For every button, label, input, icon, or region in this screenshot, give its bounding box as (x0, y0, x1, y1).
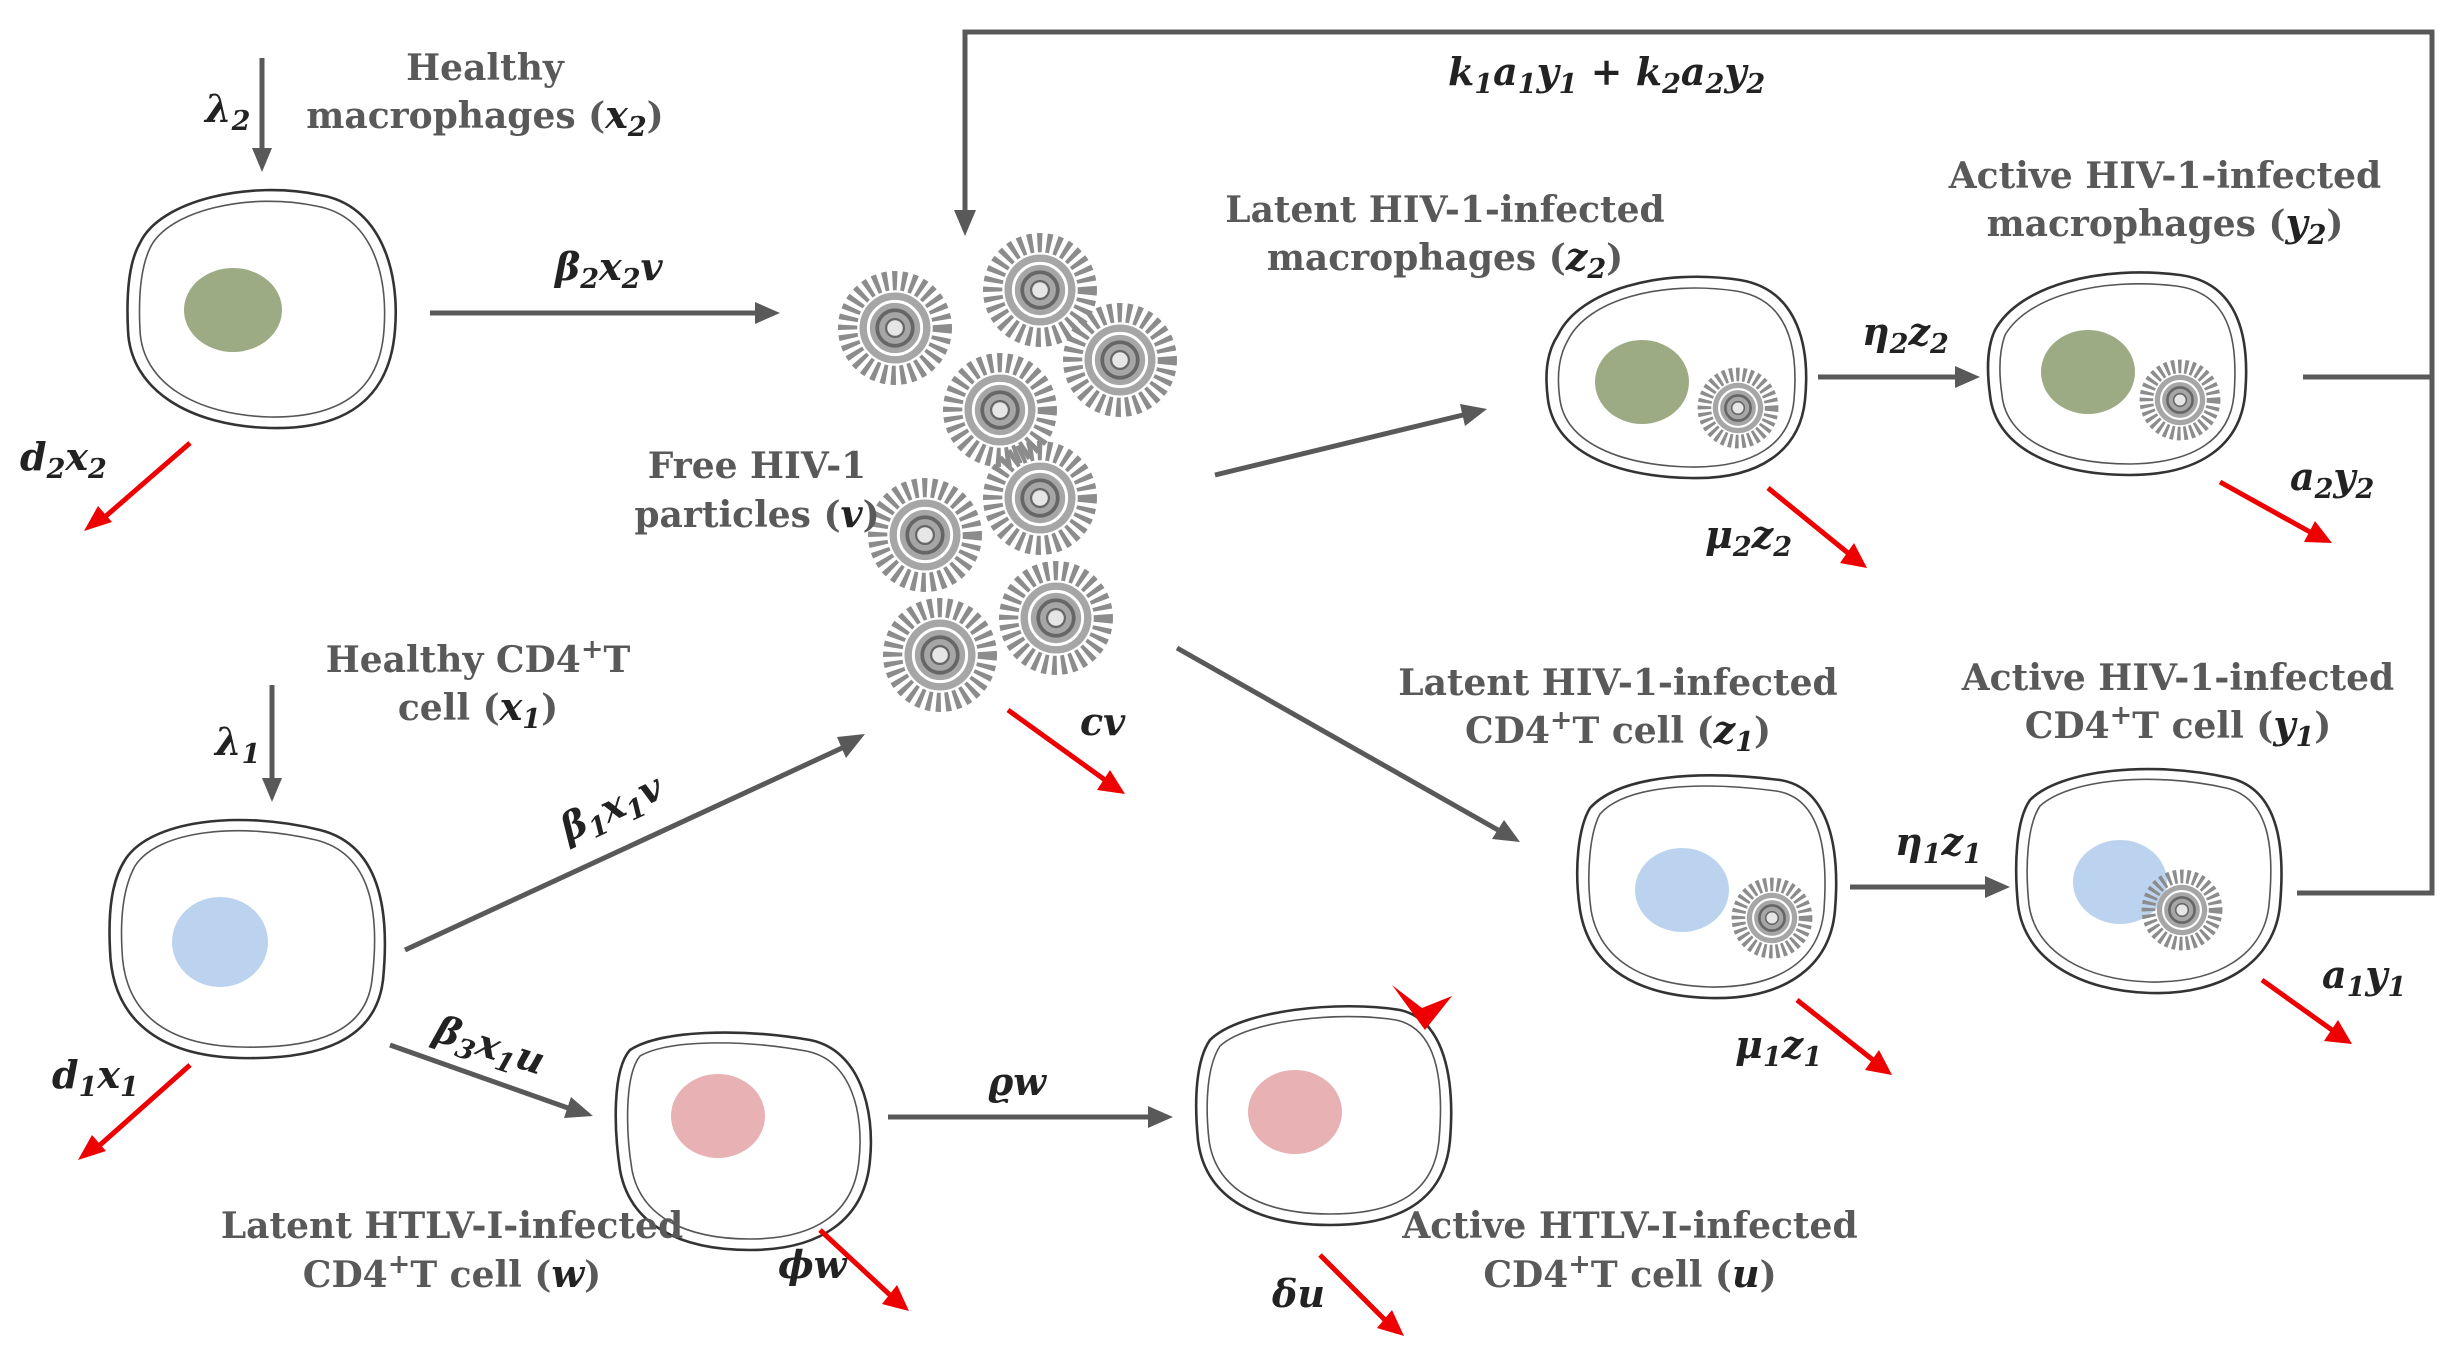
deltau-death-arrow (1318, 1253, 1387, 1322)
a1y1-rate-label: a1y1 (2322, 952, 2406, 1003)
production-rate-label: k1a1y1 + k2a2y2 (1448, 49, 1765, 100)
decay-arrows (78, 441, 2352, 1336)
phiw-death-arrow (818, 1228, 892, 1297)
active-hiv-cd4-cell (2014, 767, 2283, 995)
virion-production-feedback-line (2297, 374, 2435, 896)
hiv-virion-icon (1009, 571, 1104, 666)
a1y1-death-arrow (2260, 977, 2334, 1033)
hiv-virion-icon (1704, 374, 1771, 441)
active-hiv-cd4-label-line2: CD4+T cell (y1) (2025, 700, 2332, 753)
active-htlv-cell (1194, 985, 1453, 1227)
cv-rate-label: cv (1080, 699, 1126, 744)
hiv-virion-icon (848, 281, 943, 376)
healthy-cd4-label-line2: cell (x1) (398, 684, 558, 735)
healthy-cd4-label-line1: Healthy CD4+T (326, 634, 631, 681)
d1-death-arrow (98, 1063, 192, 1147)
virion-production-feedback-top (962, 29, 2435, 377)
beta1-rate-label: β1x1v (551, 764, 673, 857)
budding-mark (1392, 985, 1452, 1030)
beta3-infection-arrow (389, 1042, 569, 1111)
active-hiv-macrophage-cell (1986, 271, 2248, 477)
latent-hiv-macrophage-cell (1545, 275, 1808, 480)
d1-rate-label: d1x1 (52, 1052, 139, 1103)
latent-htlv-cell (614, 1031, 873, 1252)
free-virion-cluster (848, 243, 1168, 703)
a2y2-rate-label: a2y2 (2290, 454, 2374, 505)
eta1-rate-label: η1z1 (1895, 819, 1982, 870)
virion-to-latent-macrophage-arrow (1214, 412, 1464, 478)
macrophage-nucleus (2041, 330, 2135, 414)
beta1-infection-arrow (403, 745, 844, 953)
flow-arrows (252, 29, 2435, 1128)
compartment-labels: Healthy macrophages (x2) Free HIV-1 part… (221, 47, 2394, 1296)
healthy-macrophages-label-line1: Healthy (406, 47, 565, 89)
htlv-nucleus (671, 1074, 765, 1158)
mu1-death-arrow (1795, 998, 1875, 1062)
a2y2-death-arrow (2218, 479, 2312, 535)
macrophage-nucleus (184, 268, 282, 352)
mu2-death-arrow (1766, 486, 1850, 555)
latent-hiv-macrophages-label-line2: macrophages (z2) (1267, 234, 1623, 285)
lambda1-rate-label: λ1 (213, 719, 260, 770)
hiv-virion-icon (993, 451, 1088, 546)
mu1-rate-label: μ1z1 (1735, 1022, 1822, 1073)
healthy-macrophage-cell (126, 188, 397, 430)
healthy-cd4-cell (108, 818, 387, 1060)
phiw-rate-label: ϕw (778, 1242, 848, 1287)
hiv-virion-icon (2146, 366, 2213, 433)
hiv-virion-icon (993, 243, 1088, 338)
hiv-virion-icon (1073, 313, 1168, 408)
virion-to-latent-cd4-arrow (1175, 645, 1500, 833)
lambda2-rate-label: λ2 (203, 86, 250, 137)
free-hiv-label-line2: particles (v) (634, 491, 879, 536)
active-htlv-label-line1: Active HTLV-I-infected (1401, 1205, 1857, 1247)
d2-death-arrow (104, 441, 192, 518)
rho-rate-label: ϱw (988, 1059, 1047, 1104)
hiv-virion-icon (878, 488, 973, 583)
latent-htlv-label-line2: CD4+T cell (w) (303, 1249, 601, 1296)
active-hiv-cd4-label-line1: Active HIV-1-infected (1961, 657, 2394, 699)
hiv-virion-icon (893, 608, 988, 703)
latent-hiv-cd4-label-line2: CD4+T cell (z1) (1465, 705, 1771, 758)
hiv-virion-icon (1738, 884, 1805, 951)
healthy-macrophages-label-line2: macrophages (x2) (306, 92, 663, 143)
deltau-rate-label: δu (1271, 1271, 1325, 1316)
hiv-virion-icon (2148, 876, 2215, 943)
active-hiv-macrophages-label-line2: macrophages (y2) (1987, 200, 2344, 251)
mu2-rate-label: μ2z2 (1705, 512, 1792, 563)
beta3-rate-label: β3x1u (425, 1005, 550, 1089)
hiv-virion-icon (953, 363, 1048, 458)
d2-rate-label: d2x2 (20, 434, 107, 485)
latent-hiv-macrophages-label-line1: Latent HIV-1-infected (1225, 189, 1664, 231)
free-hiv-label-line1: Free HIV-1 (648, 445, 866, 487)
cd4-nucleus (172, 897, 268, 987)
htlv-nucleus (1248, 1070, 1342, 1154)
macrophage-nucleus (1595, 340, 1689, 424)
active-hiv-macrophages-label-line1: Active HIV-1-infected (1948, 155, 2381, 197)
active-htlv-label-line2: CD4+T cell (u) (1483, 1249, 1776, 1296)
eta2-rate-label: η2z2 (1862, 309, 1949, 360)
cv-clearance-arrow (1006, 707, 1107, 783)
beta2-rate-label: β2x2v (553, 244, 663, 295)
latent-hiv-cd4-label-line1: Latent HIV-1-infected (1398, 662, 1837, 704)
rate-labels: λ2 λ1 β2x2v β1x1v β3x1u η2z2 η1z1 ϱw k1a… (20, 49, 2406, 1316)
cd4-nucleus (1635, 848, 1729, 932)
latent-hiv-cd4-cell (1575, 774, 1838, 1000)
latent-htlv-label-line1: Latent HTLV-I-infected (221, 1205, 683, 1247)
